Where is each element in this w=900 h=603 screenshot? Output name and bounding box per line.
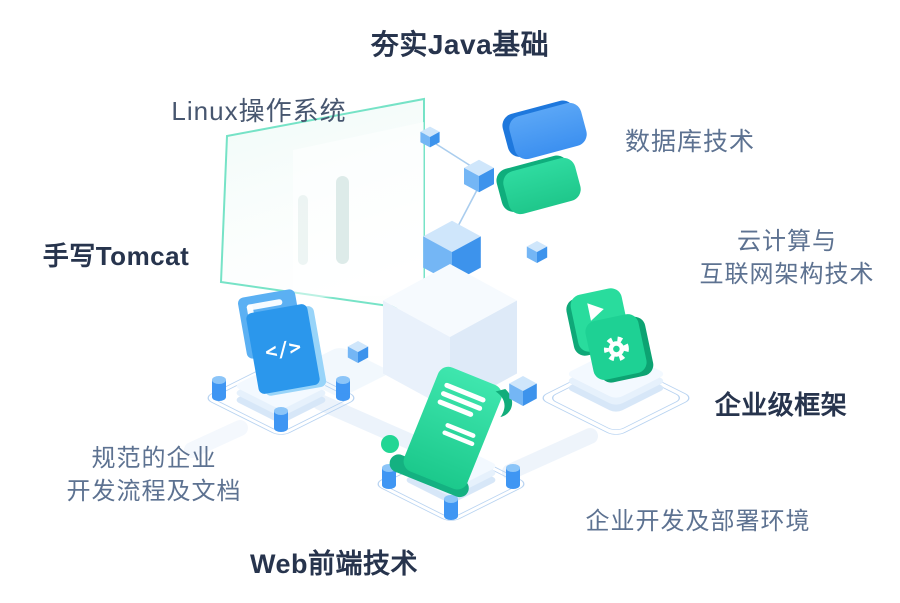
label-enterprise-framework: 企业级框架: [714, 390, 848, 420]
label-tomcat: 手写Tomcat: [42, 241, 190, 271]
label-database: 数据库技术: [624, 128, 756, 156]
label-cloud-line2: 互联网架构技术: [699, 261, 875, 288]
label-web-frontend: Web前端技术: [249, 549, 419, 579]
panel-bar-icon: [336, 176, 349, 264]
code-window-icon: </>: [238, 289, 327, 396]
network-cubes-icon: [420, 126, 494, 284]
label-linux: Linux操作系统: [171, 96, 347, 126]
ghost-cube-icon: [383, 264, 517, 410]
database-slabs-icon: [496, 100, 587, 215]
label-deploy-env: 企业开发及部署环境: [585, 508, 811, 535]
label-dev-process-line2: 开发流程及文档: [66, 478, 242, 505]
label-cloud: 云计算与 互联网架构技术: [700, 225, 875, 291]
scroll-document-icon: [389, 366, 513, 498]
gear-icon: [566, 288, 654, 383]
label-cloud-line1: 云计算与: [737, 228, 837, 255]
label-dev-process: 规范的企业 开发流程及文档: [67, 442, 242, 508]
label-dev-process-line1: 规范的企业: [91, 445, 217, 472]
panel-bar-icon: [298, 195, 308, 265]
label-java-basics: 夯实Java基础: [370, 29, 550, 60]
cube-icon: [526, 240, 548, 264]
cube-icon: [509, 376, 537, 406]
green-dot: [381, 435, 399, 453]
glass-panel: [219, 97, 425, 313]
